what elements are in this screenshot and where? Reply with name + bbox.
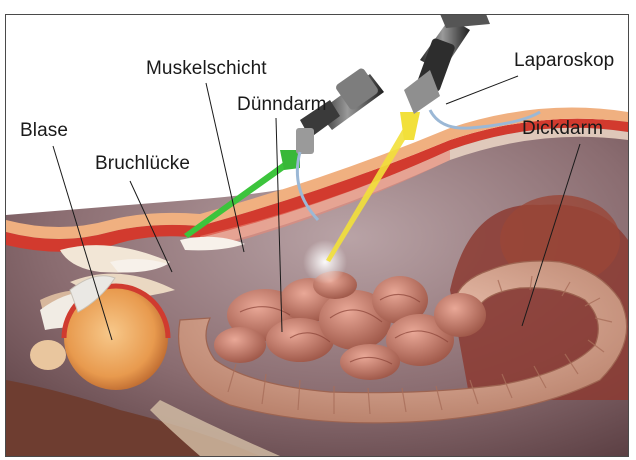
label-muskelschicht: Muskelschicht <box>146 58 267 80</box>
label-laparoskop: Laparoskop <box>514 50 614 72</box>
leader-line-laparoskop <box>446 76 518 104</box>
label-bruchluecke: Bruchlücke <box>95 153 190 175</box>
label-blase: Blase <box>20 120 68 142</box>
label-dickdarm: Dickdarm <box>522 118 603 140</box>
label-duenndarm: Dünndarm <box>237 94 327 116</box>
